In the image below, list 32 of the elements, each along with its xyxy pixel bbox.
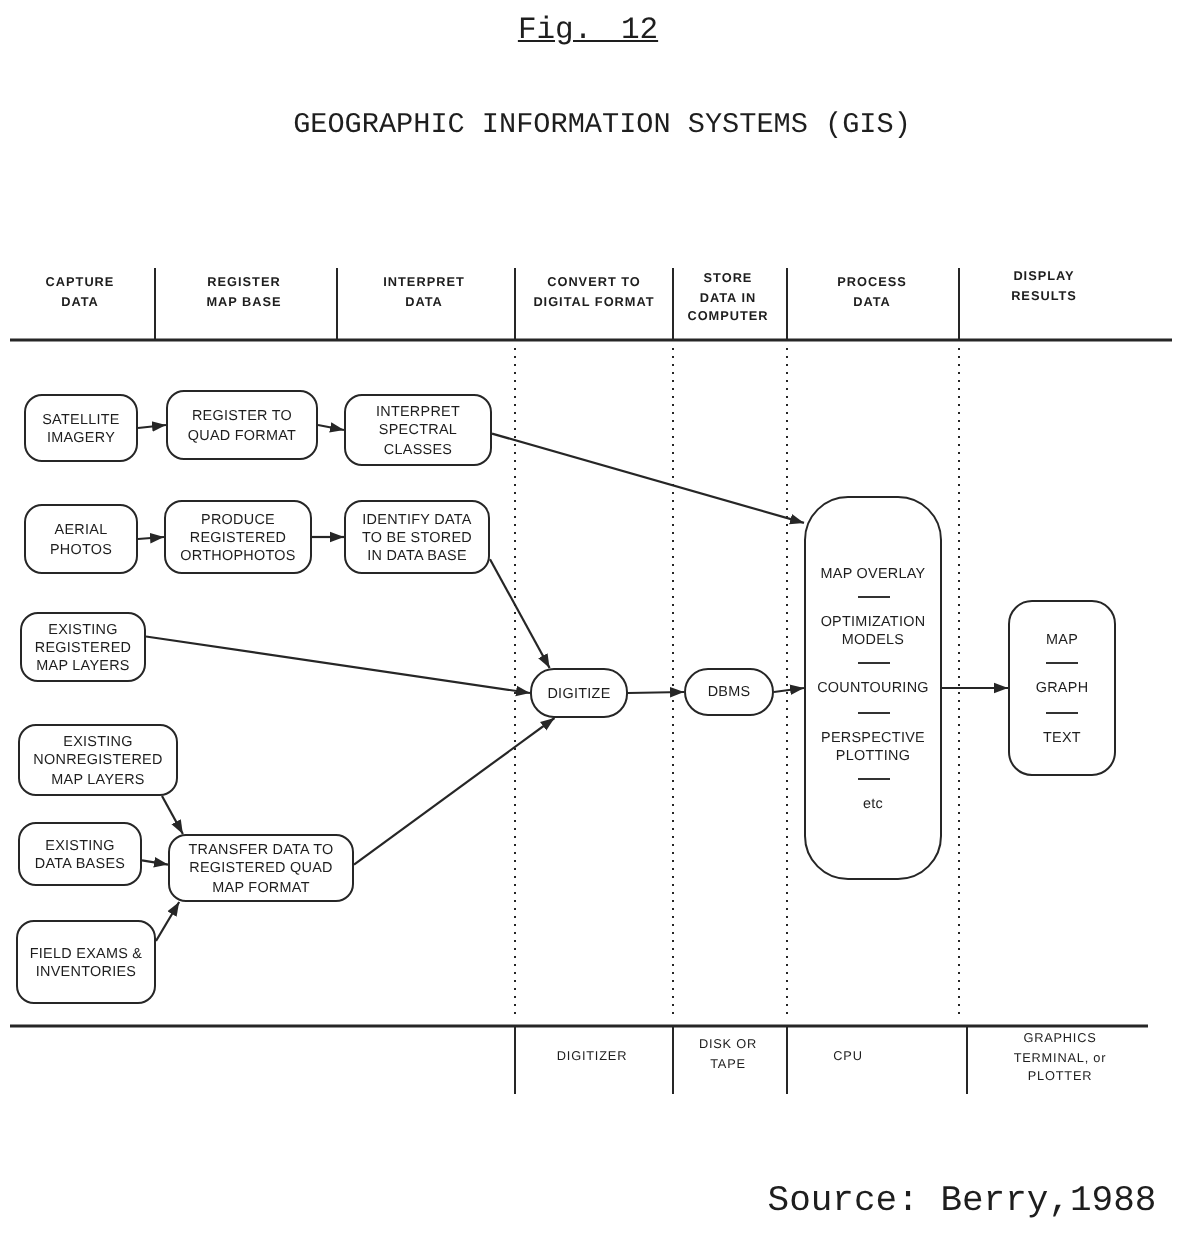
arrow (161, 795, 184, 835)
arrow (312, 531, 344, 543)
process-box (18, 724, 178, 796)
arrow (773, 684, 805, 696)
process-box (24, 504, 138, 574)
arrow (489, 558, 551, 669)
arrow (155, 901, 181, 942)
source-caption: Source: Berry,1988 (767, 1180, 1157, 1226)
process-box (18, 822, 142, 886)
process-box (16, 920, 156, 1004)
arrow (353, 717, 556, 866)
process-box (24, 394, 138, 462)
arrow (942, 682, 1008, 694)
process-box (166, 390, 318, 460)
process-box (164, 500, 312, 574)
arrow (141, 857, 169, 868)
arrow (628, 686, 684, 698)
process-box (344, 500, 490, 574)
figure-number: Fig. 12 (515, 12, 661, 50)
process-list-box (804, 496, 942, 880)
arrow (145, 635, 531, 697)
process-box (168, 834, 354, 902)
process-box (530, 668, 628, 718)
process-box (344, 394, 492, 466)
arrow (317, 422, 345, 433)
arrow (491, 432, 805, 525)
process-box (684, 668, 774, 716)
arrow (137, 421, 167, 432)
arrow (137, 532, 165, 544)
process-box (20, 612, 146, 682)
output-list-box (1008, 600, 1116, 776)
diagram-title: GEOGRAPHIC INFORMATION SYSTEMS (GIS) (293, 108, 911, 146)
